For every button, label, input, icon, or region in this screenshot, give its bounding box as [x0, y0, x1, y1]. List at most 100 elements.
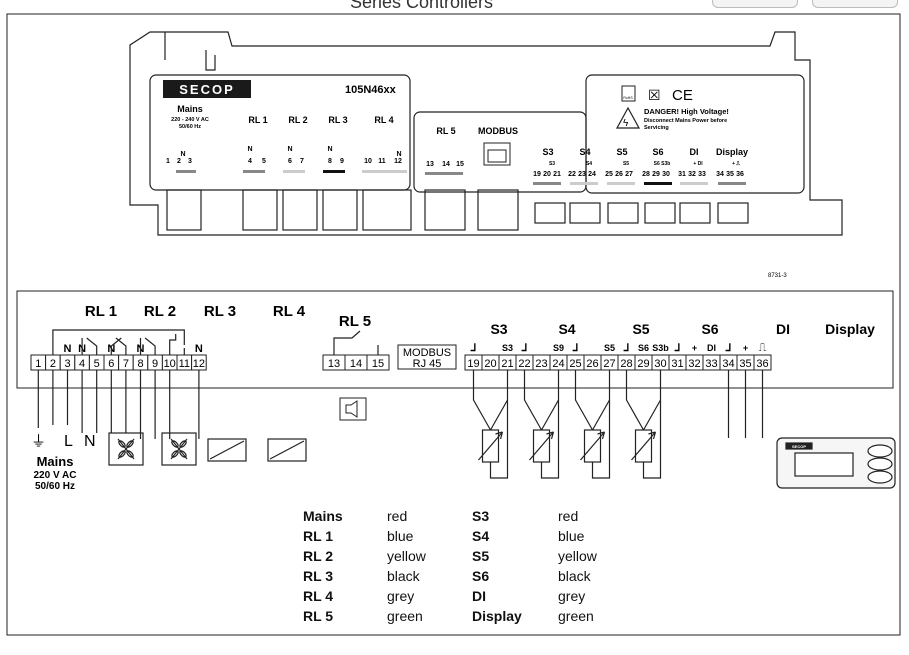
terminal-label-4: 4: [79, 358, 85, 370]
legend-key: RL 1: [303, 528, 334, 544]
unit-relay-label-2: RL 2: [288, 115, 307, 125]
unit-colour-bar-1: [176, 170, 196, 173]
unit-colour-bar-5: [362, 170, 407, 173]
wire-rl4-load: [169, 370, 200, 439]
sensor-1-icon: [472, 370, 509, 479]
unit-terminal-6: 6: [288, 158, 292, 165]
sensor-sub-3: S5: [604, 343, 615, 353]
legend-colour: blue: [558, 528, 585, 544]
unit-n-label-2: N: [247, 146, 252, 153]
terminal-label-34: 34: [722, 358, 734, 370]
unit-model: 105N46xx: [345, 84, 397, 96]
unit-sensor-sub-4: S6 S3b: [654, 161, 671, 167]
controller-unit-drawing: [129, 31, 843, 236]
ground-sym-3: ⅃: [572, 343, 579, 354]
unit-terminal-35: 35: [726, 171, 734, 178]
legend-colour: grey: [387, 588, 415, 604]
terminal-label-10: 10: [164, 358, 176, 370]
connector-block-6: [424, 189, 466, 231]
ground-sym-2: ⅃: [521, 343, 528, 354]
modbus-line1: MODBUS: [403, 347, 451, 359]
rl1-switch: [86, 337, 98, 355]
unit-terminal-2: 2: [177, 158, 181, 165]
unit-terminal-34: 34: [716, 171, 724, 178]
terminal-label-26: 26: [586, 358, 598, 370]
n-label-1: N: [64, 343, 72, 355]
unit-terminal-8: 8: [328, 158, 332, 165]
legend-colour: black: [387, 568, 420, 584]
pulse-icon: ⎍: [759, 342, 767, 354]
ce-mark: CE: [672, 87, 693, 104]
wire-display: [727, 370, 764, 438]
sensor-sub-1: S3: [502, 343, 513, 353]
rj45-port-inner: [487, 149, 507, 163]
legend-colour: yellow: [558, 548, 597, 564]
weee-icon: ☒: [648, 87, 661, 103]
legend-key: RL 3: [303, 568, 334, 584]
page-header-title: Series Controllers: [350, 0, 494, 12]
unit-sensor-label-1: S3: [542, 147, 553, 157]
unit-terminal-23: 23: [578, 171, 586, 178]
display-unit-brand: SECOP: [792, 444, 806, 449]
connector-block-2: [242, 189, 278, 231]
unit-terminal-5: 5: [262, 158, 266, 165]
unit-terminal-21: 21: [553, 171, 561, 178]
terminal-label-22: 22: [518, 358, 530, 370]
sensor-sub-4: S6: [638, 343, 649, 353]
housing-outline: [129, 31, 843, 236]
modbus-line2: RJ 45: [413, 358, 442, 370]
display-unit-icon: [776, 437, 896, 489]
unit-n-label-5: N: [396, 151, 401, 158]
legend-key: RL 2: [303, 548, 334, 564]
unit-sensor-sub-3: S5: [623, 161, 629, 167]
terminal-label-7: 7: [123, 358, 129, 370]
relay-label-3: RL 3: [204, 303, 236, 320]
unit-terminal-11: 11: [378, 158, 386, 165]
terminal-label-36: 36: [756, 358, 768, 370]
diagram-frame: [6, 13, 901, 636]
fan-2-icon: [161, 432, 197, 466]
wire-fan1: [81, 370, 98, 433]
unit-colour-bar-9: [607, 182, 635, 185]
warning-line1: Disconnect Mains Power before: [644, 118, 727, 124]
connector-block-13: [717, 202, 749, 224]
mains-freq: 50/60 Hz: [35, 481, 75, 492]
buzzer-icon: [339, 397, 367, 421]
label-panel-left: [149, 74, 411, 191]
terminal-label-25: 25: [569, 358, 581, 370]
unit-sensor-label-3: S5: [616, 147, 627, 157]
terminal-label-23: 23: [535, 358, 547, 370]
brand-logo-box: [163, 80, 251, 98]
unit-terminal-27: 27: [625, 171, 633, 178]
connector-block-1: [166, 189, 202, 231]
unit-terminal-19: 19: [533, 171, 541, 178]
terminal-label-33: 33: [705, 358, 717, 370]
unit-sensor-sub-1: S3: [549, 161, 555, 167]
header-button-right[interactable]: [812, 0, 898, 8]
header-button-left[interactable]: [712, 0, 798, 8]
unit-terminal-29: 29: [652, 171, 660, 178]
terminal-label-3: 3: [64, 358, 70, 370]
terminal-label-6: 6: [108, 358, 114, 370]
sensor-label-5: DI: [776, 321, 790, 337]
terminal-label-11: 11: [179, 358, 190, 370]
legend-colour: green: [387, 608, 423, 624]
relay-label-2: RL 2: [144, 303, 176, 320]
unit-terminal-3: 3: [188, 158, 192, 165]
unit-terminal-1: 1: [166, 158, 170, 165]
terminal-label-8: 8: [137, 358, 143, 370]
unit-sensor-label-2: S4: [579, 147, 590, 157]
sensor-sub-5: S3b: [652, 343, 669, 353]
legend-key: Mains: [303, 508, 343, 524]
mains-L: L: [64, 433, 73, 450]
ground-sym-1: ⅃: [470, 343, 477, 354]
terminal-label-32: 32: [688, 358, 700, 370]
connector-block-10: [607, 202, 639, 224]
unit-terminal-12: 12: [394, 158, 402, 165]
unit-n-label-4: N: [327, 146, 332, 153]
terminal-label-21: 21: [501, 358, 513, 370]
